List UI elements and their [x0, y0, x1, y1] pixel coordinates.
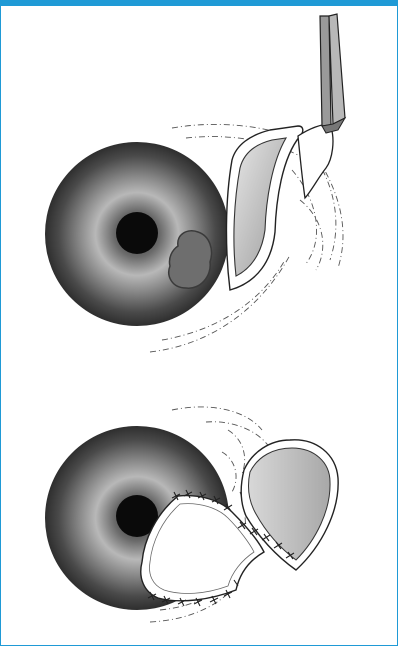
- panel-before: [45, 14, 345, 352]
- panel-after: [45, 407, 338, 622]
- pupil-icon: [116, 212, 158, 254]
- forceps-icon: [320, 14, 345, 133]
